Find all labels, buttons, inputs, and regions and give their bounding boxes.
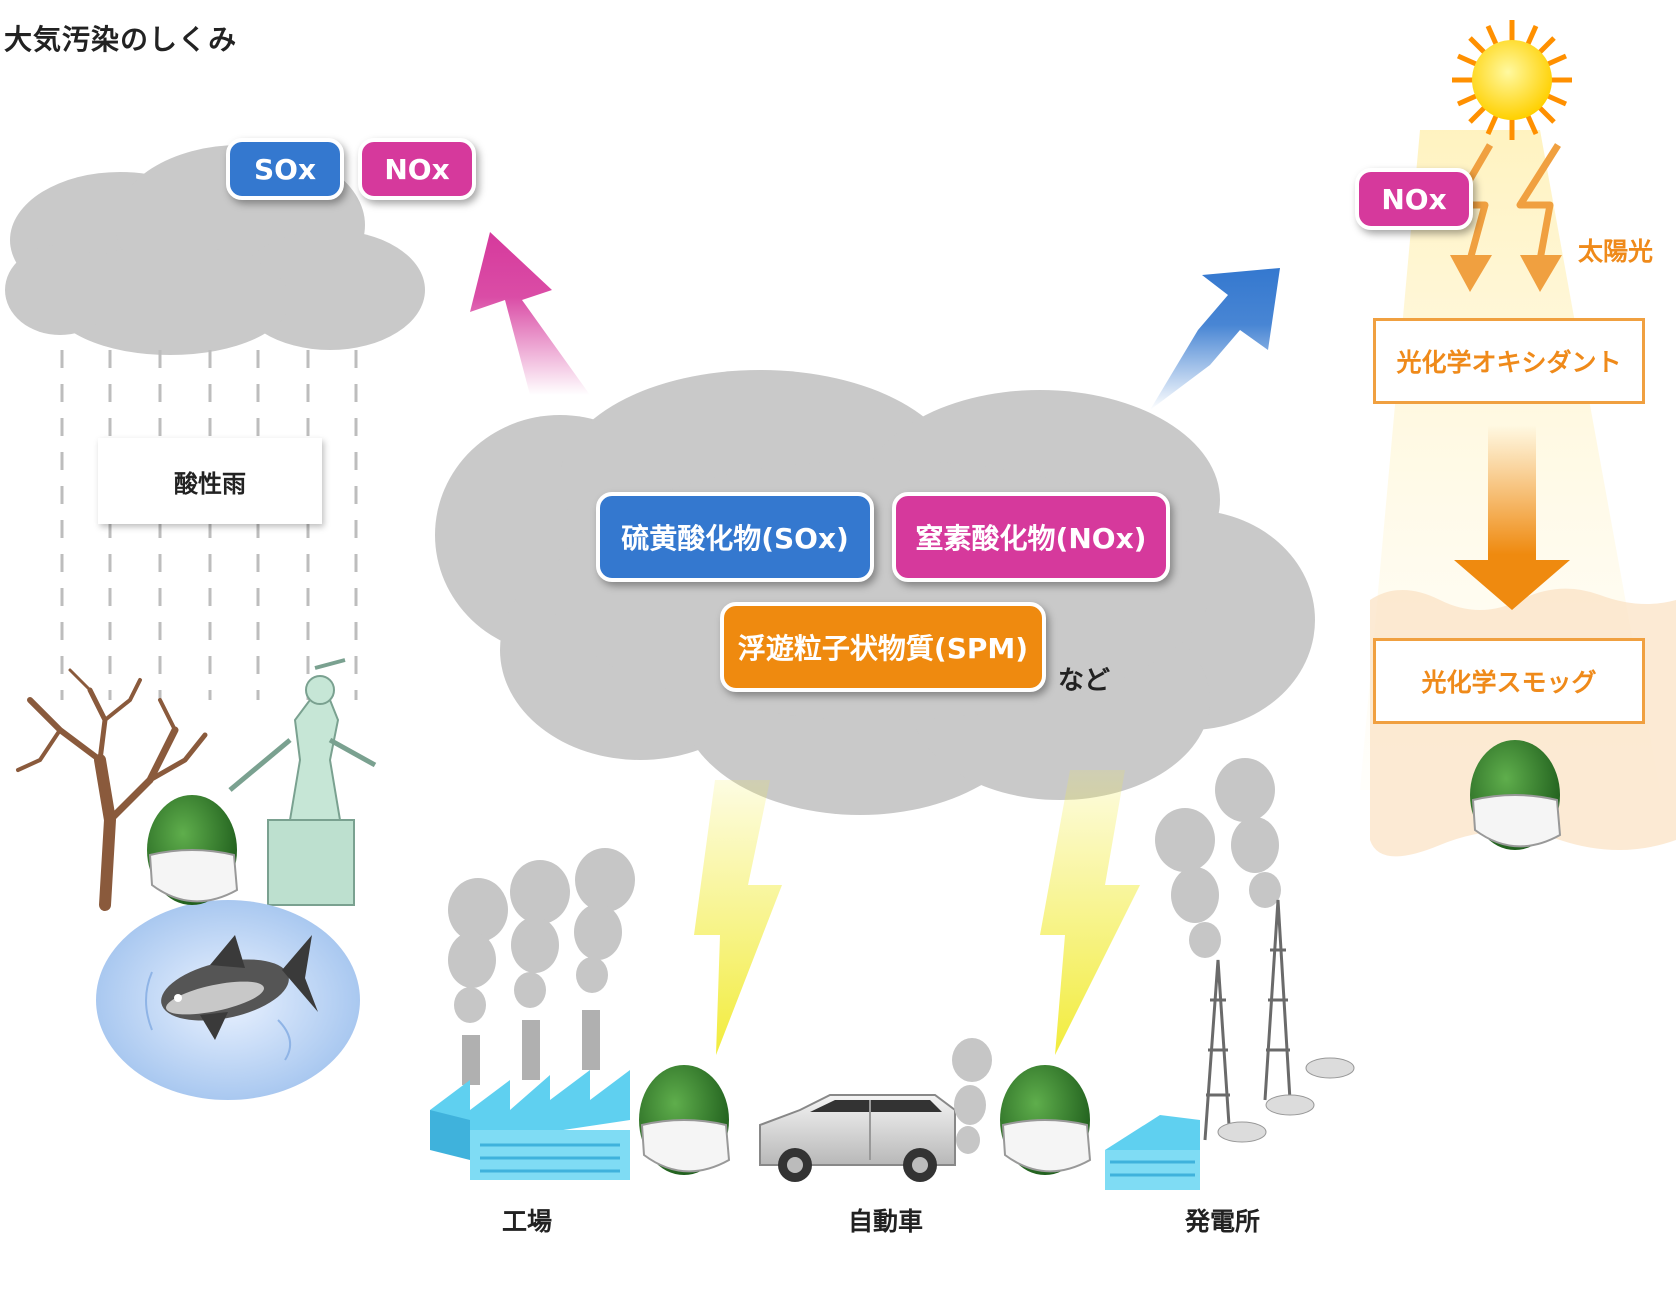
statue-icon bbox=[228, 658, 377, 906]
blue-arrow-icon bbox=[1150, 268, 1280, 410]
photochemical-smog-box: 光化学スモッグ bbox=[1373, 638, 1645, 724]
masked-face-icon bbox=[147, 795, 239, 905]
lightning-right-icon bbox=[1040, 770, 1140, 1055]
power-plant-icon bbox=[1105, 899, 1355, 1190]
masked-face-icon bbox=[639, 1065, 731, 1175]
lightning-left-icon bbox=[694, 780, 782, 1055]
nox-badge: NOx bbox=[358, 138, 476, 200]
orange-down-arrow-icon bbox=[1454, 425, 1570, 610]
etc-label: など bbox=[1058, 666, 1111, 696]
pink-arrow-icon bbox=[470, 232, 590, 395]
masked-face-icon bbox=[1000, 1065, 1092, 1175]
nitrogen-oxides-badge: 窒素酸化物(NOx) bbox=[892, 492, 1170, 582]
sulfur-oxides-badge: 硫黄酸化物(SOx) bbox=[596, 492, 874, 582]
page-title: 大気汚染のしくみ bbox=[4, 23, 238, 56]
factory-smoke-icon bbox=[448, 848, 635, 1023]
sun-icon bbox=[1452, 20, 1572, 140]
masked-face-icon bbox=[1470, 740, 1562, 850]
sunlight-arrowheads bbox=[1450, 255, 1562, 292]
rain-lines bbox=[60, 350, 358, 700]
power-plant-smoke-icon bbox=[1155, 758, 1281, 958]
factory-icon bbox=[430, 1010, 630, 1180]
acid-rain-label: 酸性雨 bbox=[98, 438, 322, 524]
central-cloud-icon bbox=[435, 370, 1315, 815]
car-label: 自動車 bbox=[848, 1207, 924, 1236]
factory-label: 工場 bbox=[502, 1207, 553, 1236]
car-exhaust-icon bbox=[952, 1038, 992, 1154]
dead-tree-icon bbox=[16, 668, 208, 911]
photochemical-nox-badge: NOx bbox=[1355, 168, 1473, 230]
spm-badge: 浮遊粒子状物質(SPM) bbox=[720, 602, 1046, 692]
power-plant-label: 発電所 bbox=[1185, 1207, 1261, 1236]
car-icon bbox=[759, 1094, 956, 1182]
sox-badge: SOx bbox=[226, 138, 344, 200]
photochemical-oxidant-box: 光化学オキシダント bbox=[1373, 318, 1645, 404]
sunlight-label: 太陽光 bbox=[1578, 237, 1654, 266]
fish-icon bbox=[161, 935, 318, 1040]
